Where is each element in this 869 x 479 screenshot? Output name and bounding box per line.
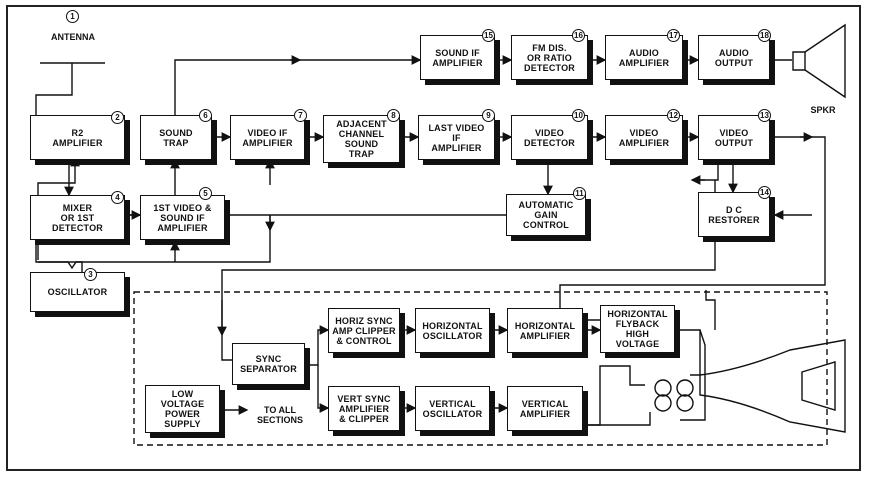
- video-output-block: VIDEO OUTPUT: [698, 115, 770, 160]
- badge-9: 9: [482, 109, 495, 122]
- badge-1: 1: [66, 10, 79, 23]
- badge-10: 10: [572, 109, 585, 122]
- dc-restorer-label: D C RESTORER: [708, 204, 760, 225]
- first-video-sound-if-block: 1ST VIDEO & SOUND IF AMPLIFIER: [140, 195, 225, 240]
- video-if-amplifier-label: VIDEO IF AMPLIFIER: [242, 127, 293, 148]
- crt-screen: [801, 361, 836, 411]
- vertical-oscillator-label: VERTICAL OSCILLATOR: [422, 398, 483, 419]
- sound-trap-block: SOUND TRAP: [140, 115, 212, 160]
- video-amplifier-block: VIDEO AMPLIFIER: [605, 115, 683, 160]
- adjacent-channel-trap-label: ADJACENT CHANNEL SOUND TRAP: [336, 119, 387, 159]
- agc-block: AUTOMATIC GAIN CONTROL: [506, 194, 586, 236]
- audio-amplifier-label: AUDIO AMPLIFIER: [618, 47, 670, 68]
- horizontal-flyback-label: HORIZONTAL FLYBACK HIGH VOLTAGE: [607, 309, 668, 349]
- crt-tube: [699, 339, 846, 433]
- audio-output-label: AUDIO OUTPUT: [714, 47, 754, 68]
- badge-7: 7: [294, 109, 307, 122]
- vert-sync-label: VERT SYNC AMPLIFIER & CLIPPER: [337, 393, 391, 424]
- vert-sync-block: VERT SYNC AMPLIFIER & CLIPPER: [328, 386, 400, 431]
- speaker-body: [792, 51, 806, 71]
- oscillator-block: OSCILLATOR: [30, 272, 125, 312]
- agc-label: AUTOMATIC GAIN CONTROL: [518, 200, 574, 230]
- power-supply-label: LOW VOLTAGE POWER SUPPLY: [160, 389, 205, 429]
- audio-amplifier-block: AUDIO AMPLIFIER: [605, 35, 683, 80]
- speaker-cone: [804, 23, 846, 99]
- fm-detector-label: FM DIS. OR RATIO DETECTOR: [524, 42, 575, 73]
- oscillator-label: OSCILLATOR: [47, 287, 108, 297]
- audio-output-block: AUDIO OUTPUT: [698, 35, 770, 80]
- to-all-sections-label: TO ALL SECTIONS: [256, 405, 303, 425]
- badge-3: 3: [84, 268, 97, 281]
- video-detector-label: VIDEO DETECTOR: [524, 127, 575, 148]
- badge-11: 11: [573, 187, 586, 200]
- badge-18: 18: [758, 29, 771, 42]
- badge-12: 12: [667, 109, 680, 122]
- horizontal-amplifier-block: HORIZONTAL AMPLIFIER: [507, 308, 583, 353]
- dc-restorer-block: D C RESTORER: [698, 192, 770, 237]
- sync-separator-label: SYNC SEPARATOR: [240, 354, 297, 374]
- rf-amplifier-label: R2 AMPLIFIER: [52, 127, 103, 148]
- badge-6: 6: [199, 109, 212, 122]
- speaker-label: SPKR: [810, 105, 836, 115]
- sound-if-amplifier-label: SOUND IF AMPLIFIER: [432, 47, 483, 68]
- video-output-label: VIDEO OUTPUT: [714, 127, 754, 148]
- badge-8: 8: [387, 109, 400, 122]
- badge-16: 16: [572, 29, 585, 42]
- horiz-sync-label: HORIZ SYNC AMP CLIPPER & CONTROL: [332, 315, 396, 346]
- mixer-block: MIXER OR 1ST DETECTOR: [30, 195, 125, 240]
- badge-4: 4: [111, 191, 124, 204]
- horizontal-flyback-block: HORIZONTAL FLYBACK HIGH VOLTAGE: [600, 305, 675, 353]
- vertical-oscillator-block: VERTICAL OSCILLATOR: [415, 386, 490, 431]
- badge-17: 17: [667, 29, 680, 42]
- video-detector-block: VIDEO DETECTOR: [511, 115, 588, 160]
- power-supply-block: LOW VOLTAGE POWER SUPPLY: [145, 385, 220, 433]
- sound-trap-label: SOUND TRAP: [159, 127, 193, 148]
- vertical-amplifier-block: VERTICAL AMPLIFIER: [507, 386, 583, 431]
- last-video-if-block: LAST VIDEO IF AMPLIFIER: [418, 115, 495, 160]
- badge-2: 2: [111, 111, 124, 124]
- rf-amplifier-block: R2 AMPLIFIER: [30, 115, 125, 160]
- horizontal-oscillator-block: HORIZONTAL OSCILLATOR: [415, 308, 490, 353]
- badge-14: 14: [758, 186, 771, 199]
- badge-13: 13: [758, 109, 771, 122]
- horiz-sync-block: HORIZ SYNC AMP CLIPPER & CONTROL: [328, 308, 400, 353]
- badge-5: 5: [199, 187, 212, 200]
- antenna-label: ANTENNA: [51, 32, 95, 42]
- horizontal-oscillator-label: HORIZONTAL OSCILLATOR: [422, 320, 483, 341]
- adjacent-channel-trap-block: ADJACENT CHANNEL SOUND TRAP: [323, 115, 400, 163]
- antenna-lead: [35, 63, 73, 115]
- last-video-if-label: LAST VIDEO IF AMPLIFIER: [428, 122, 485, 153]
- sync-separator-block: SYNC SEPARATOR: [232, 343, 305, 385]
- mixer-label: MIXER OR 1ST DETECTOR: [52, 202, 103, 233]
- first-video-sound-if-label: 1ST VIDEO & SOUND IF AMPLIFIER: [153, 202, 212, 233]
- badge-15: 15: [482, 29, 495, 42]
- vertical-amplifier-label: VERTICAL AMPLIFIER: [519, 398, 571, 419]
- fm-detector-block: FM DIS. OR RATIO DETECTOR: [511, 35, 588, 80]
- sound-if-amplifier-block: SOUND IF AMPLIFIER: [420, 35, 495, 80]
- video-if-amplifier-block: VIDEO IF AMPLIFIER: [230, 115, 305, 160]
- horizontal-amplifier-label: HORIZONTAL AMPLIFIER: [514, 320, 576, 341]
- video-amplifier-label: VIDEO AMPLIFIER: [618, 127, 670, 148]
